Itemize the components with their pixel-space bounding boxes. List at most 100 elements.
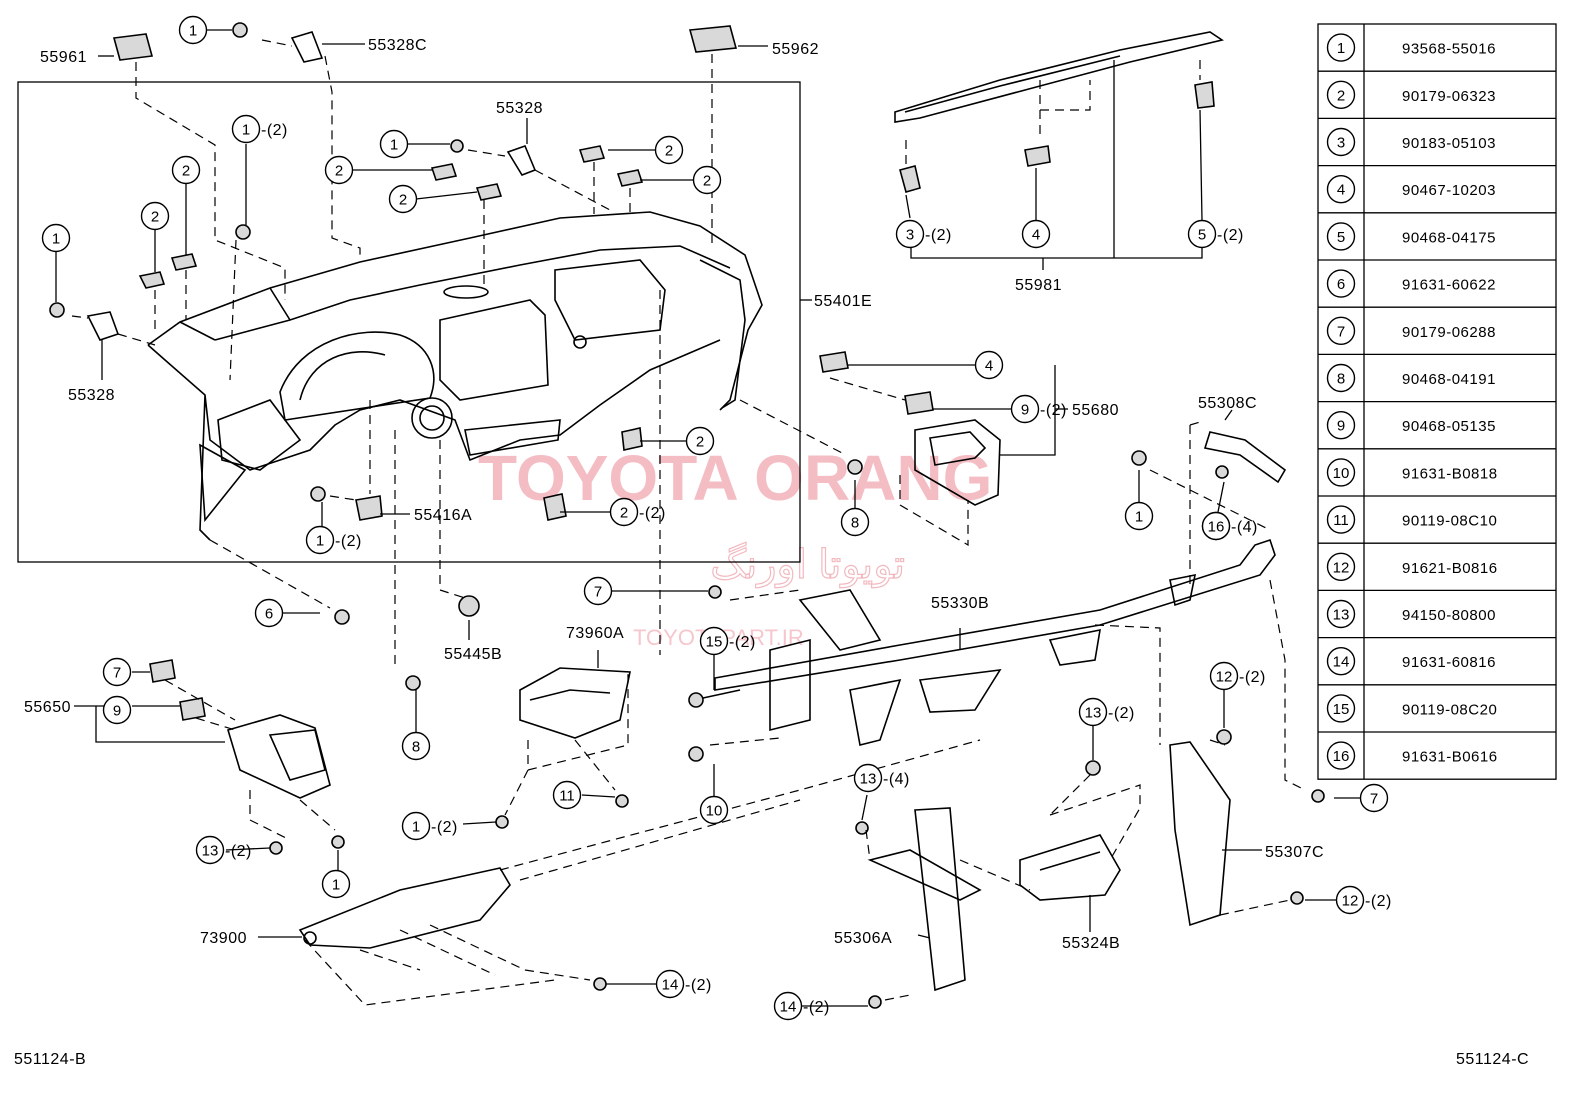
callout-quantity: -(2) [925,227,952,244]
callout-1: 1-(2) [231,114,288,144]
instrument-panel-drawing [147,211,763,541]
callout-number: 1 [1135,509,1143,526]
callout-circle [773,991,803,1021]
bracket-55324b-drawing [1019,760,1121,901]
callout-2: 2 [692,165,722,195]
callout-circle [1078,697,1108,727]
table-ref-number: 1 [1337,40,1345,57]
table-part-number: 90468-04191 [1402,371,1496,388]
knee-airbag-73900-drawing [298,867,511,949]
table-ref-number: 11 [1333,512,1349,529]
misc-fasteners [269,459,863,991]
callout-4: 4 [974,350,1004,380]
instrument-panel-group-box [17,81,801,563]
watermark: TOYOTA ORANG تویوتا اورنگ TOYOTAPART.IR [478,442,992,650]
callout-2: 2 [388,184,418,214]
callout-number: 9 [113,703,121,720]
label-55961: 55961 [40,49,87,66]
callout-quantity: -(2) [225,843,252,860]
callout-2: 2 [654,135,684,165]
callout-quantity: -(2) [1365,893,1392,910]
table-part-number: 90468-04175 [1402,229,1496,246]
callout-circle [1010,394,1040,424]
callout-number: 1 [412,819,420,836]
callout-circle [254,598,284,628]
label-73900: 73900 [200,930,247,947]
table-ref-number: 13 [1333,607,1350,624]
table-ref-number: 8 [1337,371,1345,388]
callout-number: 15 [706,634,723,651]
callout-12: 12-(2) [1209,661,1265,691]
label-73960a: 73960A [566,625,624,642]
callout-number: 14 [780,999,797,1016]
leader-lines [55,29,1360,1007]
callout-number: 14 [662,977,679,994]
callout-circle [1021,219,1051,249]
label-55445b: 55445B [444,646,502,663]
callout-number: 8 [851,515,859,532]
callout-number: 5 [1198,227,1206,244]
side-vent-55650-drawing [95,659,331,799]
callout-circle [1124,501,1154,531]
callout-number: 1 [316,533,324,550]
callout-number: 7 [594,584,602,601]
callout-number: 13 [1085,705,1102,722]
assembly-lines [71,39,1306,1006]
callout-1: 1 [1124,501,1154,531]
callout-7: 7 [102,657,132,687]
callout-quantity: -(2) [1108,705,1135,722]
callout-9: 9 [102,695,132,725]
callout-circle [102,695,132,725]
table-ref-circle [1326,647,1356,676]
callout-13: 13-(2) [195,835,252,865]
callout-circle [853,763,883,793]
table-ref-number: 16 [1333,748,1350,765]
table-ref-circle [1326,458,1356,487]
parts-diagram: TOYOTA ORANG تویوتا اورنگ TOYOTAPART.IR [14,15,1557,1068]
callout-circle [401,811,431,841]
label-55981: 55981 [1015,277,1062,294]
table-ref-circle [1326,269,1356,298]
table-ref-circle [1326,80,1356,110]
callout-number: 12 [1342,893,1359,910]
callout-circle [41,223,71,253]
callout-circle [895,219,925,249]
callout-quantity: -(2) [639,505,666,522]
callout-number: 3 [906,227,914,244]
cross-car-beam-drawing [688,538,1276,762]
callout-7: 7 [1359,783,1389,813]
callout-2: 2 [140,201,170,231]
callout-number: 4 [985,358,993,375]
diagram-code-left: 551124-B [14,1051,86,1068]
table-part-number: 91631-60622 [1402,277,1496,294]
callout-8: 8 [840,507,870,537]
callout-15: 15-(2) [699,626,755,656]
callout-circle [1335,885,1365,915]
callout-quantity: -(2) [261,122,288,139]
callout-quantity: -(2) [431,819,458,836]
callout-14: 14-(2) [655,969,711,999]
part-labels: 55961 55328C 55962 55328 55328 55401E 55… [14,37,1529,1068]
callout-number: 2 [182,163,190,180]
callout-circle [583,576,613,606]
callout-7: 7 [583,576,613,606]
callout-8: 8 [401,731,431,761]
callout-circle [1187,219,1217,249]
table-ref-circle [1326,505,1356,534]
callout-quantity: -(2) [335,533,362,550]
callout-number: 12 [1216,669,1233,686]
label-55330b: 55330B [931,595,989,612]
callout-number: 7 [1370,791,1378,808]
callout-number: 2 [696,434,704,451]
callout-1: 1 [178,15,208,45]
callout-circle [699,795,729,825]
table-ref-circle [1326,363,1356,393]
callout-circle [102,657,132,687]
brace-55308c-drawing [1131,421,1287,590]
callout-quantity: -(4) [1231,519,1258,536]
